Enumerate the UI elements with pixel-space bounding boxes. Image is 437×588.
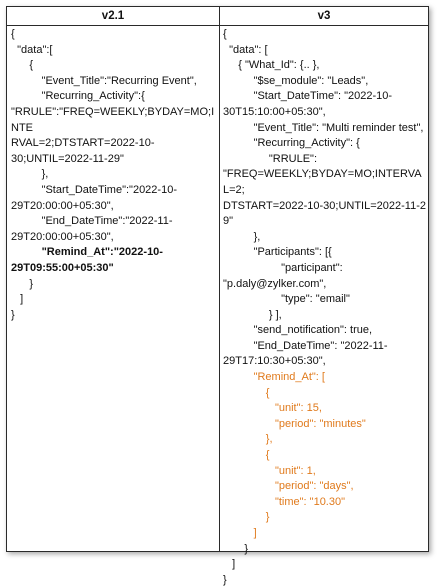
code-line: "$se_module": "Leads", [223,74,369,87]
code-line: } [11,277,34,290]
code-line: "participant": [223,261,343,274]
code-line: 30;UNTIL=2022-11-29" [11,152,124,165]
code-block-v2-1: { "data":[ { "Event_Title":"Recurring Ev… [11,27,217,323]
code-line: } [11,308,15,321]
table-header: v2.1 v3 [7,7,428,26]
code-line: { [11,28,15,40]
code-line: ] [223,527,257,539]
code-line: "data":[ [11,43,53,56]
column-header-v3: v3 [317,10,331,22]
code-line: }, [223,433,273,446]
comparison-table: v2.1 v3 { "data":[ { "Event_Title":"Recu… [6,6,429,586]
code-line: "Recurring_Activity": { [223,137,360,150]
code-line: "unit": 1, [223,464,316,477]
code-line: }, [223,230,261,243]
column-header-v2-1: v2.1 [101,10,125,22]
code-line: 29T09:55:00+05:30" [11,261,114,274]
code-line: "Remind_At":"2022-10- [11,246,163,259]
code-line: } [223,573,227,586]
code-line: ] [11,293,24,306]
code-line: "unit": 15, [223,402,322,415]
code-line: "Start_DateTime": "2022-10- [223,90,393,103]
code-line: } ], [223,308,282,321]
code-line: "time": "10.30" [223,495,346,508]
code-line: "send_notification": true, [223,324,373,337]
code-line: { [223,449,270,462]
code-line: { "What_Id": {.. }, [223,59,320,72]
code-line: 29T17:10:30+05:30", [223,355,326,368]
code-line: "RRULE":"FREQ=WEEKLY;BYDAY=MO;INTE [11,105,215,134]
code-line: "Remind_At": [ [223,371,325,384]
code-block-v3: { "data": [ { "What_Id": {.. }, "$se_mod… [223,27,426,588]
code-line: 30T15:10:00+05:30", [223,105,326,118]
code-line: "End_DateTime":"2022-11- [11,215,173,228]
code-line: "End_DateTime": "2022-11- [223,339,388,352]
code-line: 29T20:00:00+05:30", [11,230,114,243]
code-line: } [223,511,270,524]
code-line: "data": [ [223,43,268,56]
code-line: "Event_Title": "Multi reminder test", [223,121,424,134]
code-line: RVAL=2;DTSTART=2022-10- [11,137,155,150]
code-line: }, [11,168,49,181]
code-line: { [223,28,227,40]
code-line: "Recurring_Activity":{ [11,90,145,103]
code-line: } [223,542,249,555]
code-line: "p.daly@zylker.com", [223,277,327,290]
code-line: "Participants": [{ [223,246,332,259]
code-line: "Event_Title":"Recurring Event", [11,74,197,87]
code-line: "Start_DateTime":"2022-10- [11,183,177,196]
code-line: "RRULE": [223,152,317,165]
column-divider [219,7,220,551]
code-line: 29T20:00:00+05:30", [11,199,114,212]
code-line: "period": "days", [223,480,354,493]
code-line: "FREQ=WEEKLY;BYDAY=MO;INTERVAL=2; [223,168,422,196]
code-line: { [223,386,270,399]
code-line: { [11,59,34,72]
code-line: "period": "minutes" [223,417,366,430]
code-line: "type": "email" [223,293,350,306]
code-line: DTSTART=2022-10-30;UNTIL=2022-11-29" [223,199,426,228]
